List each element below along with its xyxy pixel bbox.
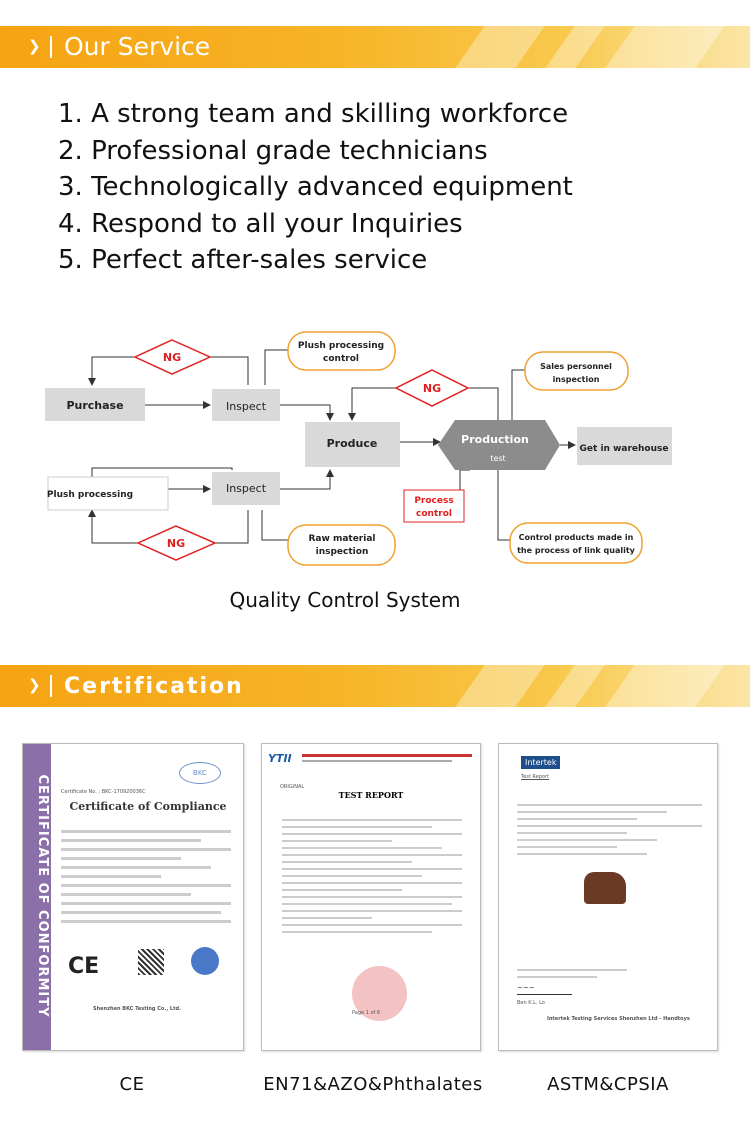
report-heading: TEST REPORT	[338, 790, 404, 800]
cert-side-text: CERTIFICATE OF CONFORMITY	[35, 774, 50, 1018]
control-products-line2: the process of link quality	[517, 546, 636, 555]
service-list: 1. A strong team and skilling workforce …	[58, 96, 573, 279]
inspect-box: Inspect	[226, 400, 267, 413]
ng-diamond: NG	[167, 537, 185, 550]
list-item: 2. Professional grade technicians	[58, 135, 488, 166]
ng-diamond: NG	[163, 351, 181, 364]
en71-label: EN71&AZO&Phthalates	[263, 1074, 483, 1095]
raw-material-inspection: Raw material	[309, 534, 376, 544]
production-box: Production	[461, 433, 529, 446]
our-service-banner: ❯ Our Service	[0, 26, 750, 68]
list-item: 3. Technologically advanced equipment	[58, 172, 573, 202]
qr-code-icon	[138, 949, 164, 975]
ce-mark: CE	[68, 954, 100, 979]
inspect-box-lower: Inspect	[226, 482, 267, 495]
chevron-right-icon: ❯	[28, 37, 41, 55]
original-stamp: ORIGINAL	[280, 784, 305, 790]
list-item: 5. Perfect after-sales service	[58, 245, 428, 275]
ng-diamond: NG	[423, 382, 441, 395]
astm-label: ASTM&CPSIA	[547, 1074, 669, 1095]
bkc-logo: BKC	[179, 762, 221, 784]
ce-label: CE	[119, 1074, 145, 1095]
banner-title: Certification	[64, 674, 244, 699]
quality-control-flowchart: Purchase Inspect Produce Production test…	[45, 331, 672, 566]
flow-caption: Quality Control System	[229, 588, 461, 612]
process-control-line2: control	[416, 509, 452, 519]
ce-certificate: CERTIFICATE OF CONFORMITY BKC Certificat…	[22, 743, 244, 1051]
list-item: 4. Respond to all your Inquiries	[58, 208, 463, 239]
page-number: Page 1 of 6	[352, 1010, 381, 1016]
purchase-box: Purchase	[66, 399, 123, 412]
astm-certificate: Intertek Test Report ~~~ Ben K.L. Lo Int…	[498, 743, 718, 1051]
plush-processing-control: Plush processing	[298, 341, 384, 351]
seal-icon	[191, 947, 219, 975]
list-item: 1. A strong team and skilling workforce	[58, 99, 569, 129]
ytii-logo: YTII	[268, 752, 292, 765]
banner-title: Our Service	[64, 32, 211, 61]
raw-material-inspection-line2: inspection	[316, 547, 369, 557]
cert-issuer: Shenzhen BKC Testing Co., Ltd.	[93, 1006, 181, 1012]
signer-name: Ben K.L. Lo	[517, 1000, 545, 1006]
warehouse-box: Get in warehouse	[580, 444, 669, 454]
report-sub: Test Report	[521, 774, 550, 780]
production-test: test	[490, 454, 505, 463]
plush-processing-box: Plush processing	[47, 490, 133, 500]
produce-box: Produce	[327, 437, 378, 450]
toy-horse-image	[584, 872, 626, 904]
cert-number: Certificate No. : BKC-170920036C	[61, 789, 146, 795]
red-seal-icon	[352, 966, 407, 1021]
en71-certificate: YTII ORIGINAL TEST REPORT Page 1 of 6	[261, 743, 481, 1051]
sales-inspection: Sales personnel	[540, 362, 612, 371]
chevron-right-icon: ❯	[28, 676, 41, 694]
intertek-logo: Intertek	[521, 756, 561, 769]
sales-inspection-line2: inspection	[553, 375, 600, 384]
signature: ~~~	[517, 984, 572, 995]
control-products: Control products made in	[519, 533, 634, 542]
plush-processing-control-line2: control	[323, 354, 359, 364]
astm-issuer: Intertek Testing Services Shenzhen Ltd -…	[547, 1016, 690, 1022]
process-control: Process	[414, 496, 453, 506]
cert-heading: Certificate of Compliance	[69, 800, 227, 813]
certification-banner: ❯ Certification	[0, 665, 750, 707]
